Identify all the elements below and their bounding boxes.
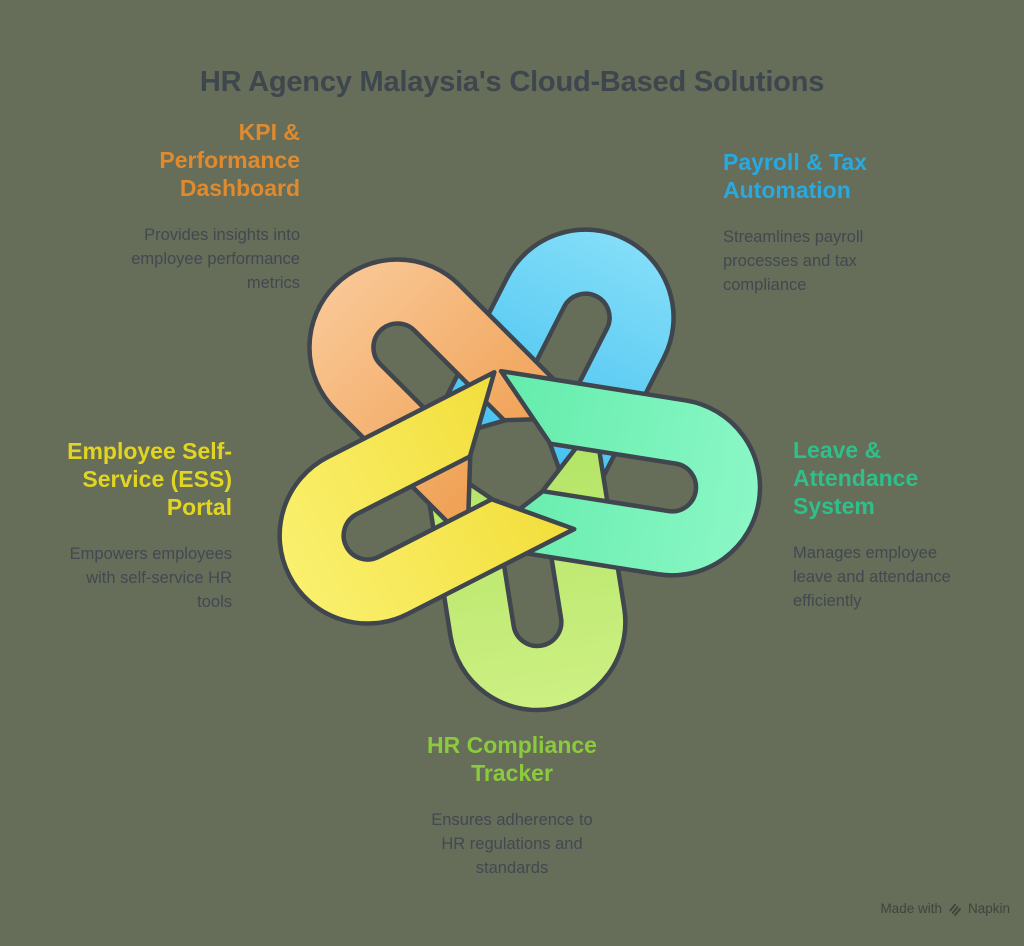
made-with-napkin-badge[interactable]: Made with Napkin — [880, 901, 1010, 916]
payroll-description: Streamlines payroll processes and tax co… — [723, 228, 864, 294]
watermark-prefix: Made with — [880, 901, 942, 916]
watermark-brand: Napkin — [967, 901, 1010, 916]
section-kpi-performance-dashboard: KPI & Performance Dashboard Provides ins… — [60, 118, 300, 296]
leave-heading: Leave & Attendance System — [793, 437, 919, 520]
payroll-heading: Payroll & Tax Automation — [723, 149, 868, 204]
section-employee-self-service-portal: Employee Self- Service (ESS) Portal Empo… — [0, 437, 232, 615]
page-title: HR Agency Malaysia's Cloud-Based Solutio… — [199, 66, 825, 98]
section-hr-compliance-tracker: HR Compliance Tracker Ensures adherence … — [362, 731, 662, 881]
compliance-description: Ensures adherence to HR regulations and … — [431, 811, 593, 877]
kpi-heading: KPI & Performance Dashboard — [159, 119, 300, 202]
section-leave-attendance-system: Leave & Attendance System Manages employ… — [793, 436, 1018, 614]
leave-description: Manages employee leave and attendance ef… — [793, 544, 951, 610]
compliance-heading: HR Compliance Tracker — [427, 732, 597, 787]
kpi-description: Provides insights into employee performa… — [131, 226, 300, 292]
section-payroll-tax-automation: Payroll & Tax Automation Streamlines pay… — [723, 148, 973, 298]
napkin-icon — [949, 903, 961, 916]
ess-description: Empowers employees with self-service HR … — [69, 545, 232, 611]
ess-heading: Employee Self- Service (ESS) Portal — [67, 438, 232, 521]
